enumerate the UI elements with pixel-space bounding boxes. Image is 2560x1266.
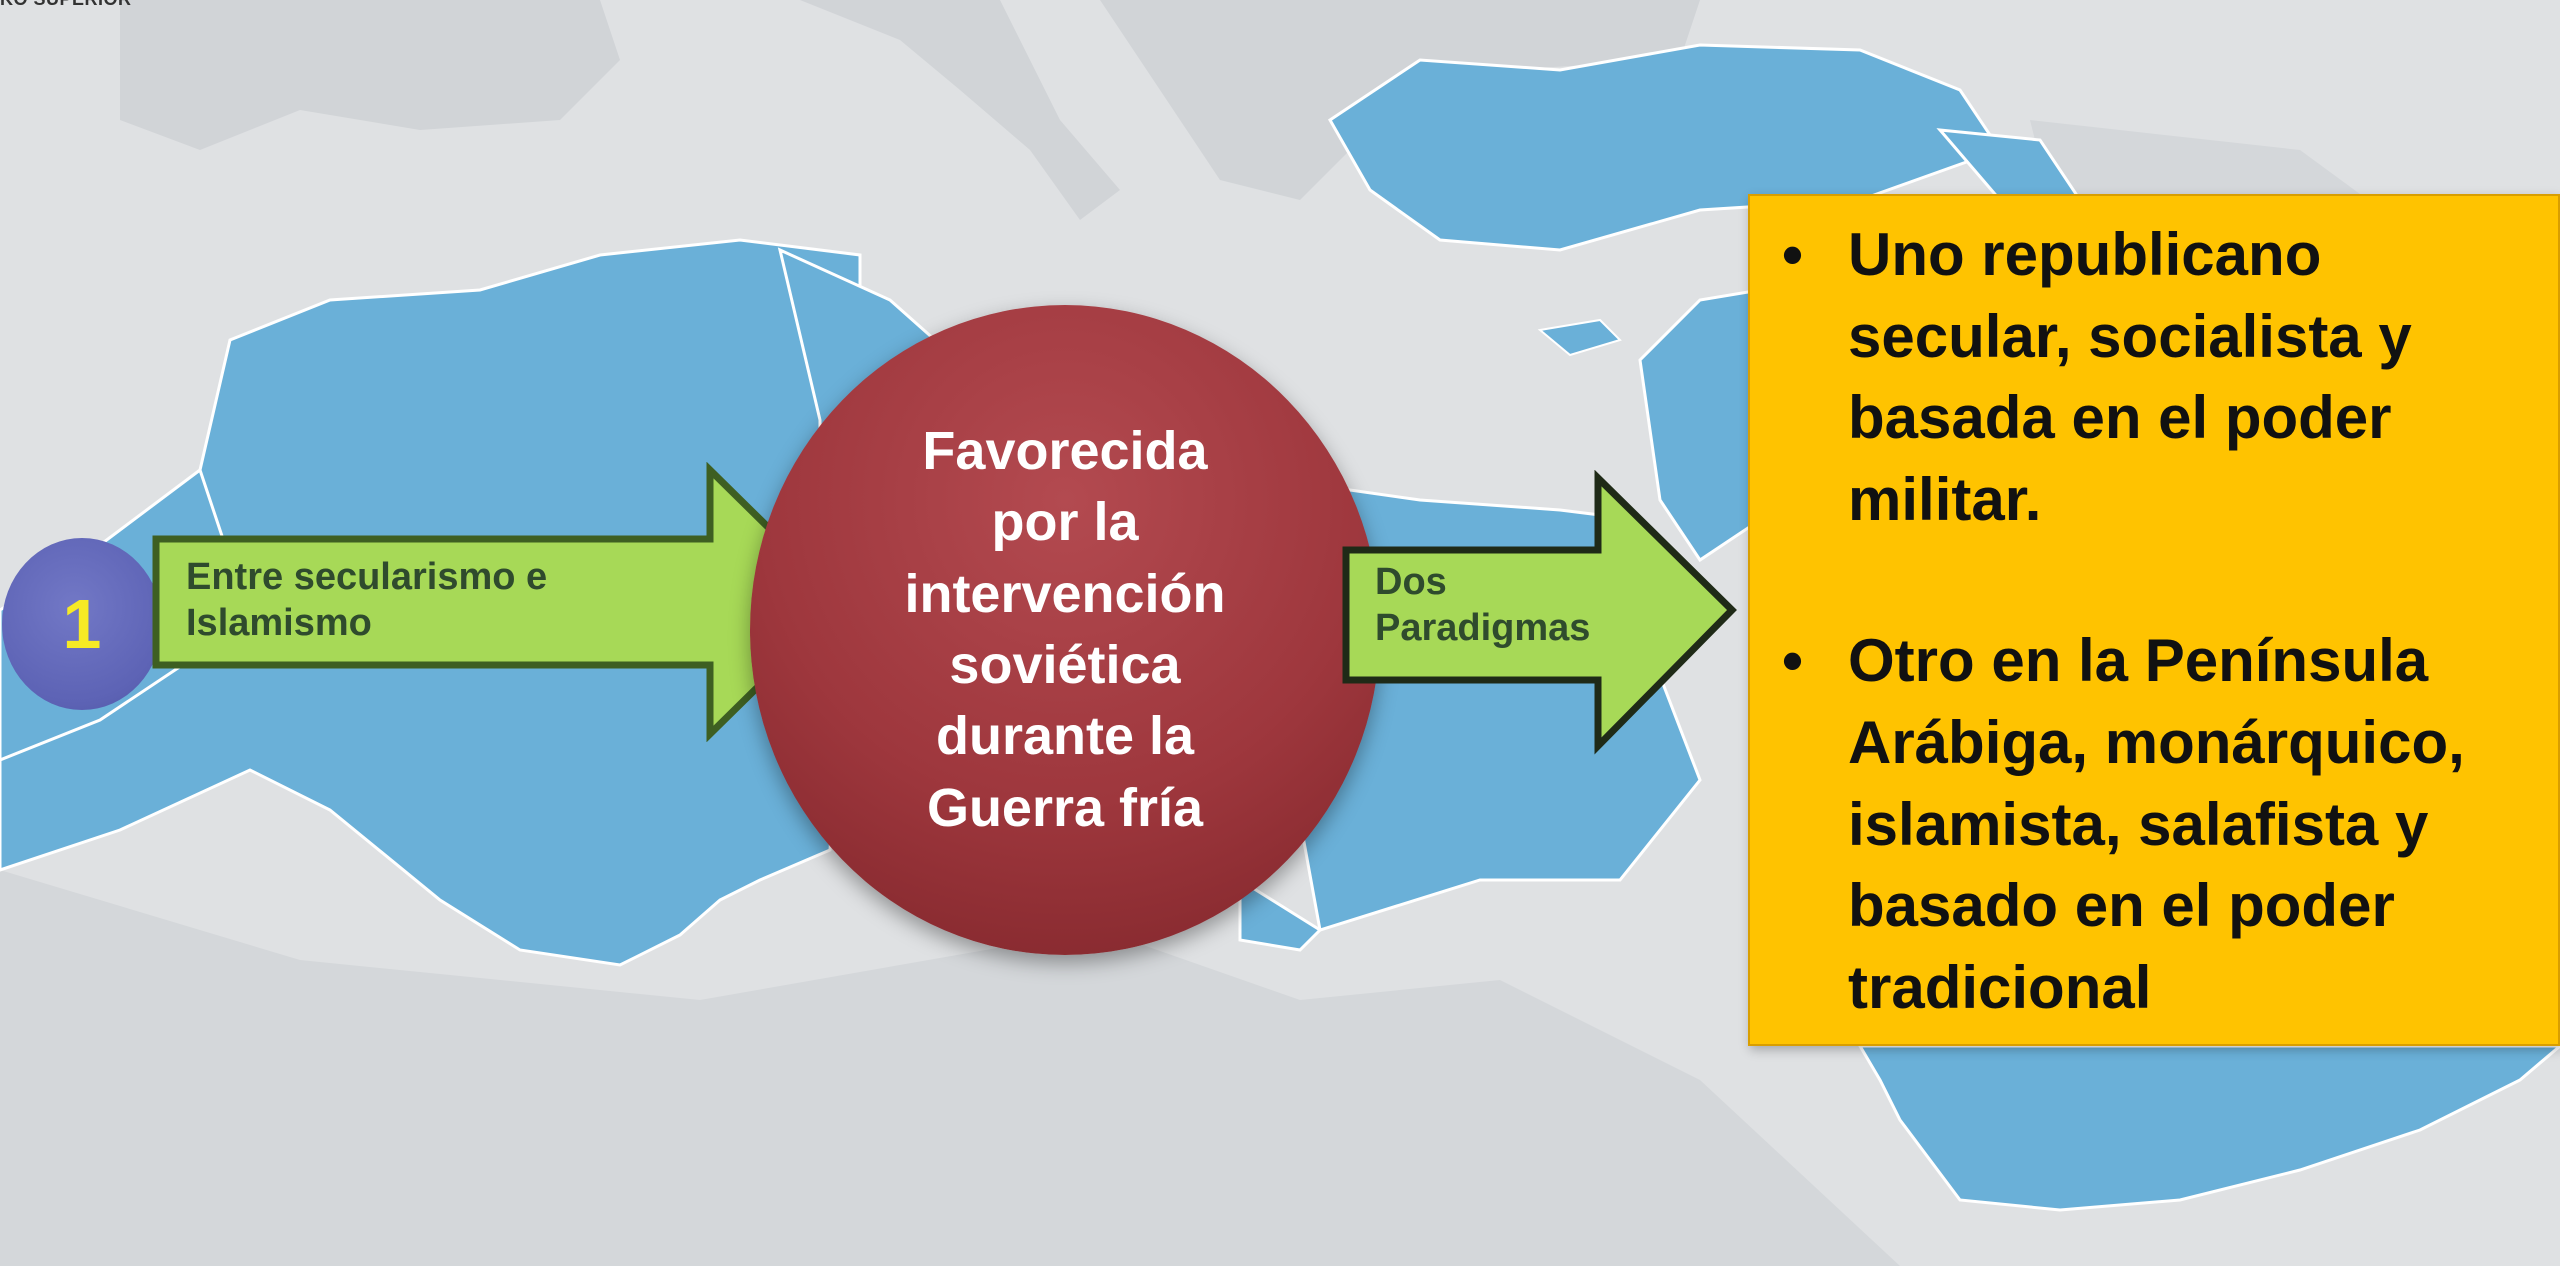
arrow-secularism-islamism: Entre secularismo e Islamismo xyxy=(150,462,850,742)
sudan-region xyxy=(1238,877,1323,952)
europe-land xyxy=(120,0,620,150)
arrow-label: Entre secularismo e Islamismo xyxy=(186,556,548,644)
paradigm-item-republican: • Uno republicano secular, socialista y … xyxy=(1750,214,2558,540)
arrow-two-paradigms: Dos Paradigmas xyxy=(1340,470,1740,760)
bullet: • xyxy=(1782,627,1804,695)
paradigm-item-monarchic: • Otro en la Península Arábiga, monárqui… xyxy=(1750,620,2558,1028)
paradigms-list: • Uno republicano secular, socialista y … xyxy=(1750,214,2558,1028)
arabia-region xyxy=(1857,1044,2560,1212)
corner-label: KO SUPERIOR xyxy=(0,0,132,10)
step-number-badge: 1 xyxy=(2,538,162,710)
arrow-right-shape xyxy=(1342,470,1737,755)
cyprus-island xyxy=(1537,318,1622,357)
italy-land xyxy=(800,0,1120,220)
bullet: • xyxy=(1782,221,1804,288)
arrow-label: Dos Paradigmas xyxy=(1375,561,1591,649)
step-number: 1 xyxy=(62,585,102,663)
soviet-intervention-circle: Favorecida por la intervención soviética… xyxy=(750,305,1380,955)
circle-text: Favorecida por la intervención soviética… xyxy=(904,421,1226,838)
paradigm-text: Uno republicano secular, socialista y ba… xyxy=(1848,221,2412,533)
africa-south-land xyxy=(0,870,1900,1266)
paradigms-panel: • Uno republicano secular, socialista y … xyxy=(1748,194,2560,1046)
paradigm-text: Otro en la Península Arábiga, monárquico… xyxy=(1848,627,2465,1021)
